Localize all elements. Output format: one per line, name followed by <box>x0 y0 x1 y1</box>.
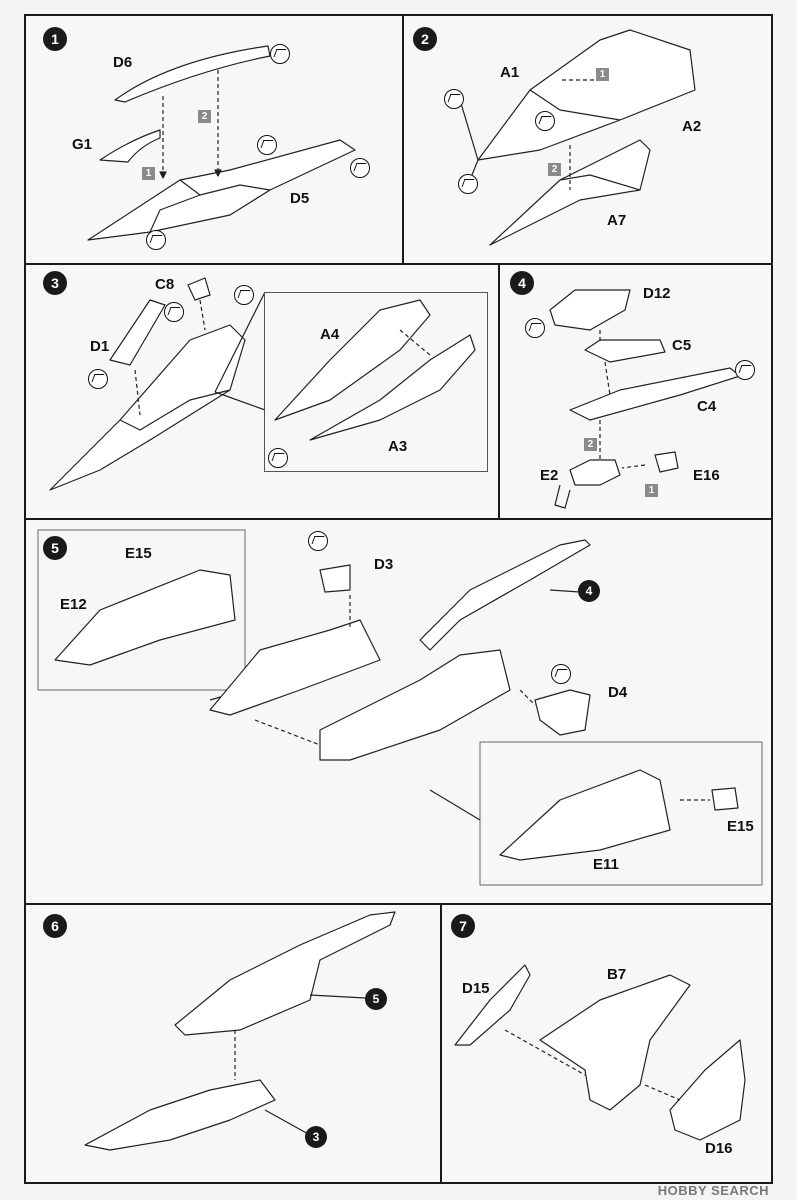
part-label: D15 <box>462 980 490 997</box>
step6-art <box>84 911 396 1151</box>
part-label: C8 <box>155 276 175 293</box>
subassembly-ref-badge: 5 <box>365 988 387 1010</box>
part-label: E16 <box>693 467 720 484</box>
part-label: D5 <box>290 190 310 207</box>
part-label: D1 <box>90 338 110 355</box>
order-marker: 2 <box>548 163 561 176</box>
divider <box>440 903 442 1184</box>
step2-art <box>459 29 696 246</box>
subassembly-ref-badge: 3 <box>305 1126 327 1148</box>
watermark: HOBBY SEARCH <box>657 1183 769 1198</box>
divider <box>24 903 773 905</box>
part-label: E11 <box>593 856 619 873</box>
part-label: C4 <box>697 398 717 415</box>
gate-mark-icon <box>551 664 571 684</box>
step-number: 3 <box>43 271 67 295</box>
gate-mark-icon <box>164 302 184 322</box>
gate-mark-icon <box>257 135 277 155</box>
gate-mark-icon <box>308 531 328 551</box>
order-marker: 2 <box>584 438 597 451</box>
step-number: 4 <box>510 271 534 295</box>
order-marker: 2 <box>198 110 211 123</box>
part-label: B7 <box>607 966 627 983</box>
step-number: 1 <box>43 27 67 51</box>
gate-mark-icon <box>146 230 166 250</box>
gate-mark-icon <box>735 360 755 380</box>
gate-mark-icon <box>525 318 545 338</box>
order-marker: 1 <box>645 484 658 497</box>
gate-mark-icon <box>268 448 288 468</box>
part-label: G1 <box>72 136 93 153</box>
step-number: 7 <box>451 914 475 938</box>
gate-mark-icon <box>88 369 108 389</box>
part-label: E15 <box>727 818 754 835</box>
part-label: D6 <box>113 54 133 71</box>
gate-mark-icon <box>350 158 370 178</box>
part-label: E2 <box>540 467 559 484</box>
part-label: D4 <box>608 684 628 701</box>
part-label: A7 <box>607 212 627 229</box>
part-label: D3 <box>374 556 394 573</box>
divider <box>24 518 773 520</box>
divider <box>24 263 773 265</box>
divider <box>498 263 500 519</box>
part-label: E12 <box>60 596 87 613</box>
part-label: A2 <box>682 118 702 135</box>
part-label: A4 <box>320 326 340 343</box>
divider <box>402 14 404 264</box>
part-label: C5 <box>672 337 692 354</box>
gate-mark-icon <box>444 89 464 109</box>
step-number: 5 <box>43 536 67 560</box>
step7-art <box>454 964 746 1141</box>
step4-art <box>549 289 741 509</box>
gate-mark-icon <box>458 174 478 194</box>
part-label: D16 <box>705 1140 733 1157</box>
step-number: 2 <box>413 27 437 51</box>
gate-mark-icon <box>270 44 290 64</box>
gate-mark-icon <box>535 111 555 131</box>
gate-mark-icon <box>234 285 254 305</box>
order-marker: 1 <box>596 68 609 81</box>
step-number: 6 <box>43 914 67 938</box>
detail-box <box>264 292 488 472</box>
part-label: A1 <box>500 64 520 81</box>
part-label: E15 <box>125 545 152 562</box>
step5-art <box>37 529 763 886</box>
part-label: D12 <box>643 285 671 302</box>
step1-art <box>87 45 356 241</box>
part-label: A3 <box>388 438 408 455</box>
subassembly-ref-badge: 4 <box>578 580 600 602</box>
order-marker: 1 <box>142 167 155 180</box>
